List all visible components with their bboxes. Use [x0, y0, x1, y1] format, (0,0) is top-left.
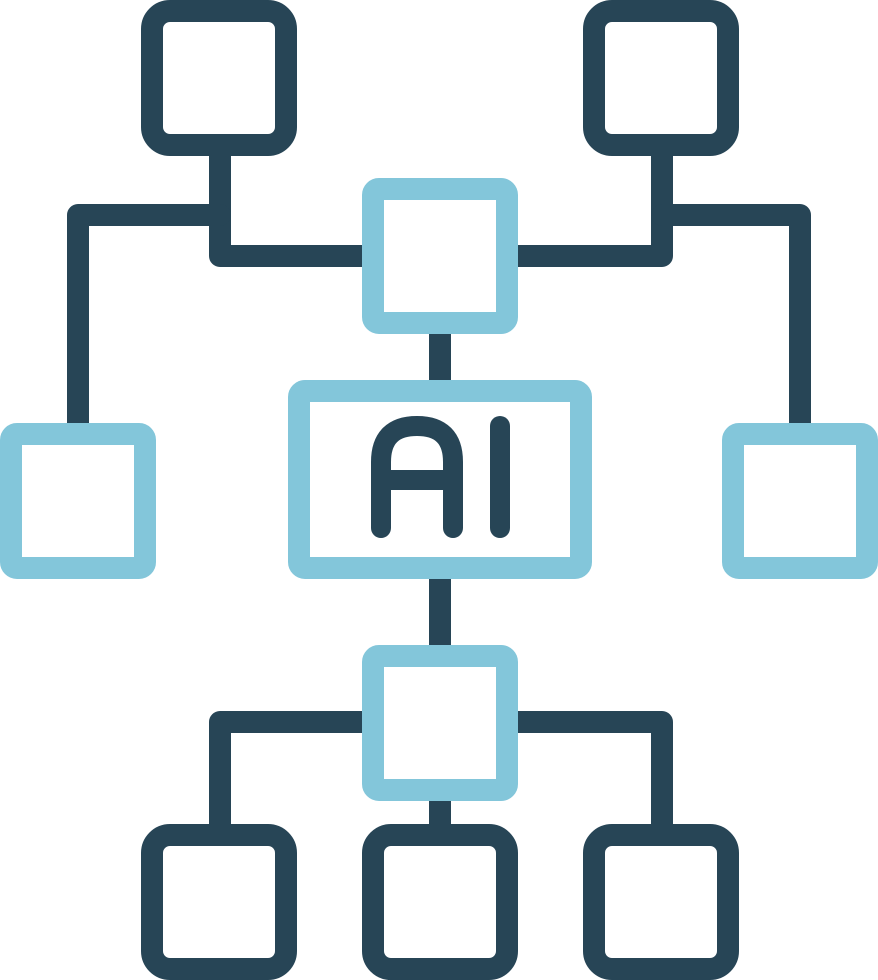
connector-lines [67, 144, 811, 839]
connector-bottom-left [209, 711, 374, 839]
node-right [722, 423, 878, 579]
light-nodes [0, 178, 878, 801]
ai-hub-box [288, 380, 592, 579]
connector-bottom-right [507, 711, 673, 839]
node-bottom-middle [362, 824, 518, 980]
node-left [0, 423, 156, 579]
node-bottom-right [583, 824, 739, 980]
node-top-center [362, 178, 518, 334]
dark-nodes [141, 0, 739, 980]
connector-top-left-to-center [209, 144, 374, 267]
ai-hub-glyphs [371, 416, 510, 538]
node-top-right [583, 0, 739, 156]
node-bottom-center [362, 645, 518, 801]
connector-top-right-to-center [507, 144, 673, 267]
connector-left-branch [67, 204, 231, 436]
node-bottom-left [141, 824, 297, 980]
letter-a-glyph [371, 416, 463, 538]
connector-right-branch [651, 204, 811, 436]
node-top-left [141, 0, 297, 156]
